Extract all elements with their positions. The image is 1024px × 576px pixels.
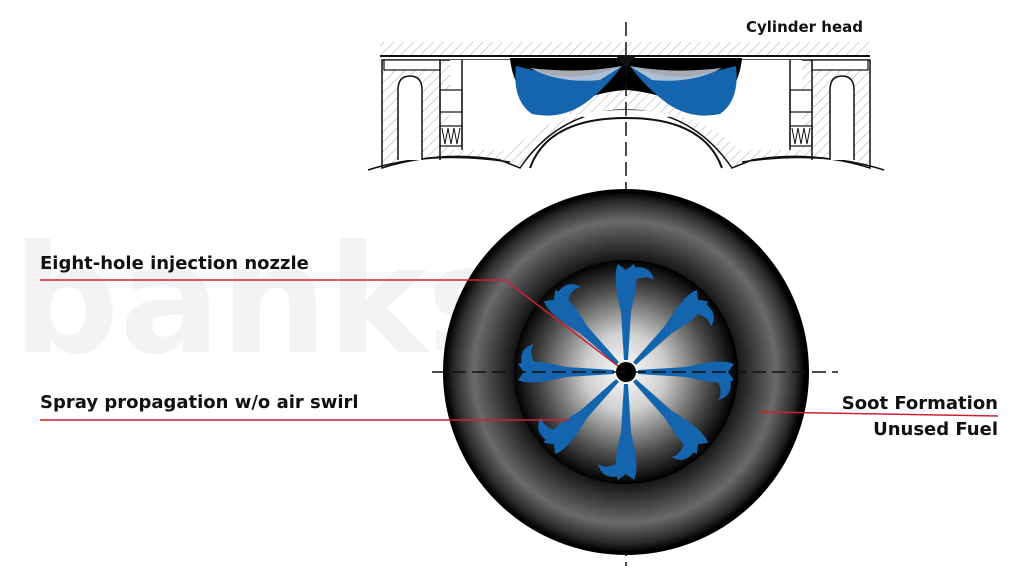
- spray-jet-tip: [556, 284, 581, 305]
- nozzle-leader: [40, 279, 619, 367]
- spray-jet-tip: [671, 439, 696, 460]
- spray-jet: [633, 379, 709, 455]
- spray-jet-tip: [598, 462, 620, 477]
- leader-lines: [40, 279, 999, 421]
- unused-fuel-label: Unused Fuel: [873, 419, 998, 440]
- spray-jet: [543, 289, 619, 365]
- spray-jet-tip: [693, 302, 714, 327]
- spray-jet: [615, 384, 637, 480]
- spray-jets: [518, 264, 734, 480]
- spray-jet-tip: [632, 267, 654, 282]
- nozzle-label: Eight-hole injection nozzle: [40, 253, 309, 274]
- soot-label: Soot Formation: [841, 393, 998, 414]
- spray-jet: [615, 264, 637, 360]
- spray-label: Spray propagation w/o air swirl: [40, 392, 359, 413]
- watermark-text: banks: [12, 214, 516, 388]
- spray-jet: [543, 379, 619, 455]
- cylinder-head-label: Cylinder head: [746, 18, 863, 36]
- spray-jet-tip: [716, 378, 731, 400]
- spray-jet-tip: [538, 417, 559, 442]
- spray-jet: [633, 289, 709, 365]
- soot-leader: [759, 411, 999, 417]
- spray-jet-tip: [521, 344, 536, 366]
- piston-cross-section: [367, 42, 885, 171]
